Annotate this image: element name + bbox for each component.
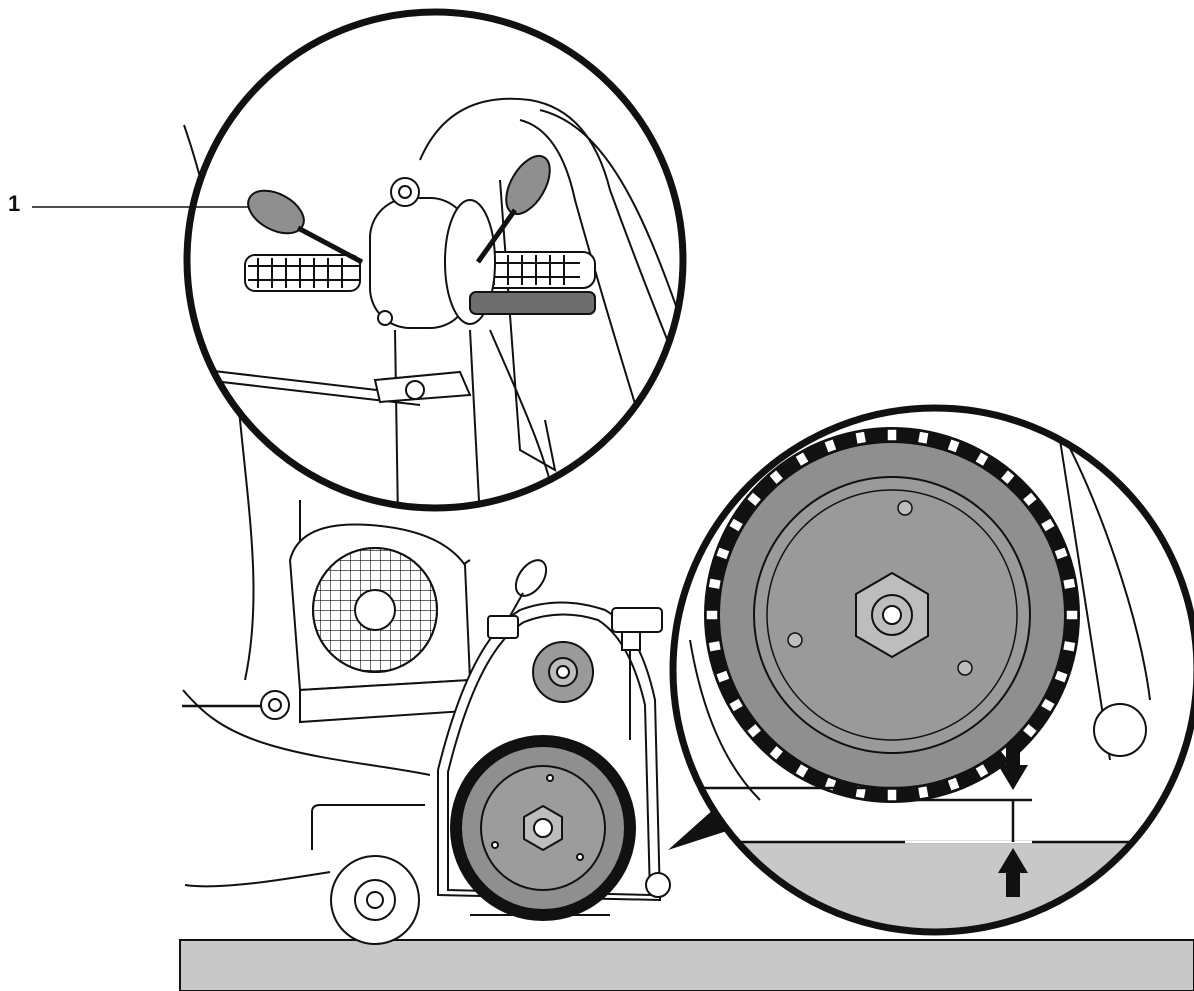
gear-tooth (1021, 721, 1039, 740)
gear-tooth (793, 762, 811, 780)
gear-tooth (707, 639, 723, 654)
arrow-down-icon (998, 745, 1028, 790)
gear-tooth (916, 784, 931, 800)
adjuster-knob (611, 607, 663, 740)
gear-tooth (745, 721, 763, 740)
gear-tooth (945, 437, 962, 455)
gear-tooth (745, 490, 763, 509)
control-lever (247, 189, 364, 265)
gear-tooth (714, 668, 732, 685)
gear-tooth (727, 696, 745, 714)
gear-tooth (767, 744, 786, 762)
gear-tooth (1061, 639, 1077, 654)
machine-lever (487, 559, 548, 639)
gear-tooth (714, 545, 732, 562)
gear-tooth (793, 450, 811, 468)
callout-number-1: 1 (8, 191, 21, 216)
gear-tooth (1021, 490, 1039, 509)
gear-tooth (1039, 516, 1057, 534)
gear-tooth (727, 516, 745, 534)
transport-wheel (330, 855, 420, 945)
gear-tooth (707, 576, 723, 591)
gear-tooth (1061, 576, 1077, 591)
zoom-pointer (668, 808, 730, 850)
arrow-up-icon (998, 848, 1028, 897)
gear-tooth (1039, 696, 1057, 714)
motor (288, 523, 482, 724)
gear-tooth (973, 450, 991, 468)
gear-tooth (886, 428, 898, 442)
gear-tooth (916, 430, 931, 446)
gear-tooth (998, 468, 1017, 486)
gear-tooth (767, 468, 786, 486)
gear-tooth (822, 437, 839, 455)
gear-tooth (973, 762, 991, 780)
gear-tooth (886, 788, 898, 802)
gear-tooth (1052, 545, 1070, 562)
rear-wheel (260, 690, 290, 720)
floor (179, 939, 1194, 991)
right-lever (475, 155, 551, 264)
gear-tooth (1052, 668, 1070, 685)
gear-tooth (945, 775, 962, 793)
idler-roller (532, 641, 594, 703)
small-roller (645, 872, 671, 898)
gear-tooth (1065, 609, 1079, 621)
brush-wheel-small (450, 735, 636, 921)
gear-tooth (705, 609, 719, 621)
zoom-circle-brush-gap (669, 404, 1194, 936)
zoom-circle-handlebar (183, 8, 687, 512)
gear-tooth (853, 430, 868, 446)
